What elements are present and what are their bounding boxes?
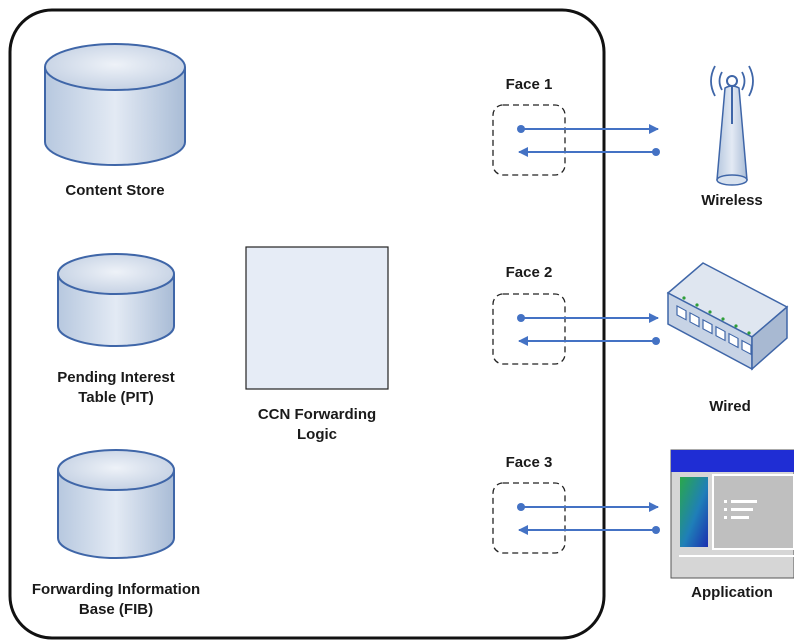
- application-label: Application: [691, 584, 773, 601]
- face-1-port: [492, 104, 566, 176]
- antenna-icon: [710, 65, 754, 186]
- fib-label-line1: Forwarding Information: [31, 581, 201, 598]
- switch-icon: [666, 262, 789, 371]
- forwarding-logic-label: CCN Forwarding Logic: [237, 405, 397, 445]
- forwarding-logic-box: [245, 246, 389, 390]
- face-1: [492, 104, 660, 176]
- fib-label-line2: Base (FIB): [78, 601, 154, 618]
- face-2-label: Face 2: [505, 264, 553, 281]
- pit-label: Pending Interest Table (PIT): [26, 368, 206, 408]
- pit-cylinder: [57, 253, 175, 347]
- application-window-icon: [670, 449, 794, 579]
- pit-label-line1: Pending Interest: [57, 369, 175, 386]
- wireless-label: Wireless: [701, 192, 763, 209]
- face-2-port: [492, 293, 566, 365]
- face-3-port: [492, 482, 566, 554]
- fib-cylinder: [57, 449, 175, 559]
- forwarding-logic-label-line1: CCN Forwarding: [257, 406, 377, 423]
- forwarding-logic-label-line2: Logic: [297, 426, 337, 443]
- face-3: [492, 482, 660, 554]
- face-3-label: Face 3: [505, 454, 553, 471]
- fib-label: Forwarding Information Base (FIB): [16, 580, 216, 620]
- content-store-cylinder: [44, 43, 186, 166]
- content-store-label: Content Store: [65, 182, 165, 199]
- face-1-label: Face 1: [505, 76, 553, 93]
- pit-label-line2: Table (PIT): [78, 389, 154, 406]
- face-2: [492, 293, 660, 365]
- wired-label: Wired: [709, 398, 751, 415]
